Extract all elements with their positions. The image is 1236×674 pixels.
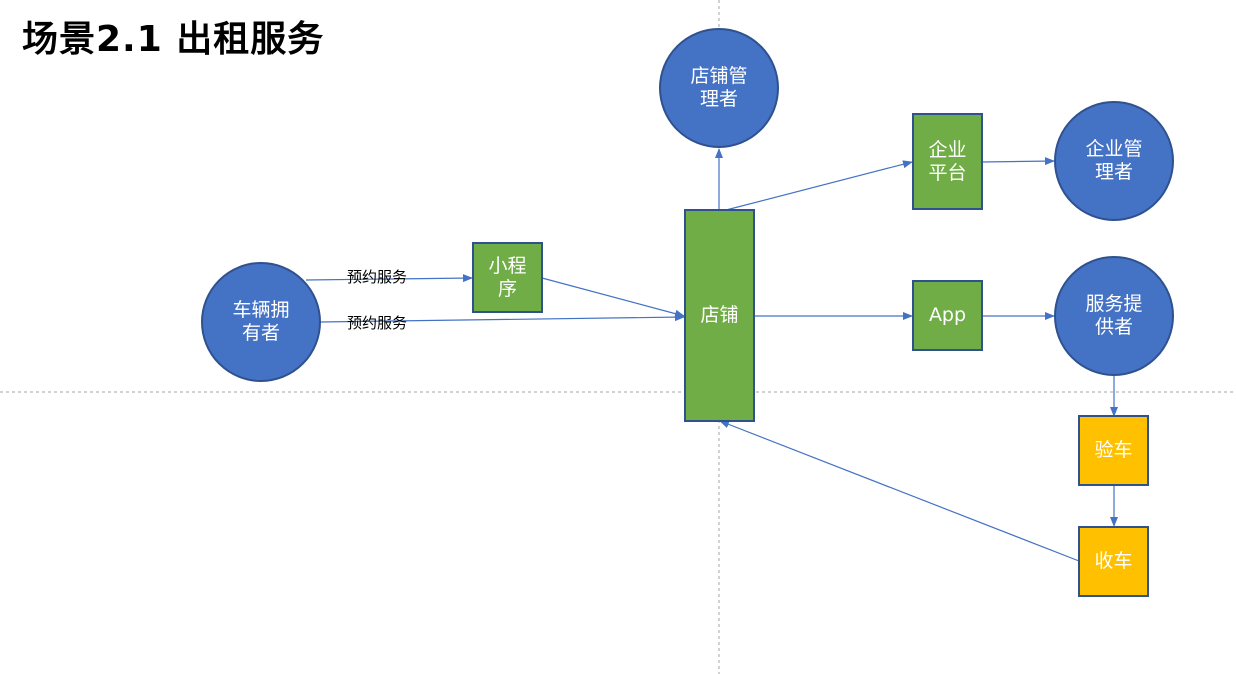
node-store: 店铺 [684, 209, 755, 422]
edge-platform-to-enterprise-manager [981, 157, 1055, 166]
edge-store-to-enterprise-platform [725, 160, 913, 211]
node-enterprise-platform: 企业 平台 [912, 113, 983, 210]
edge-owner-to-miniprogram [305, 274, 473, 283]
edge-owner-to-store [319, 313, 685, 323]
node-service-provider: 服务提 供者 [1054, 256, 1174, 376]
node-enterprise-manager: 企业管 理者 [1054, 101, 1174, 221]
edge-receive-to-store [719, 420, 1080, 562]
edge-label-book-service-bottom: 预约服务 [347, 314, 408, 332]
node-app: App [912, 280, 983, 351]
edge-miniprogram-to-store [541, 277, 685, 318]
node-mini-program: 小程 序 [472, 242, 543, 313]
node-inspect-car: 验车 [1078, 415, 1149, 486]
node-receive-car: 收车 [1078, 526, 1149, 597]
page-title: 场景2.1 出租服务 [22, 19, 325, 60]
node-store-manager: 店铺管 理者 [659, 28, 779, 148]
edge-label-book-service-top: 预约服务 [347, 268, 408, 286]
node-vehicle-owner: 车辆拥 有者 [201, 262, 321, 382]
